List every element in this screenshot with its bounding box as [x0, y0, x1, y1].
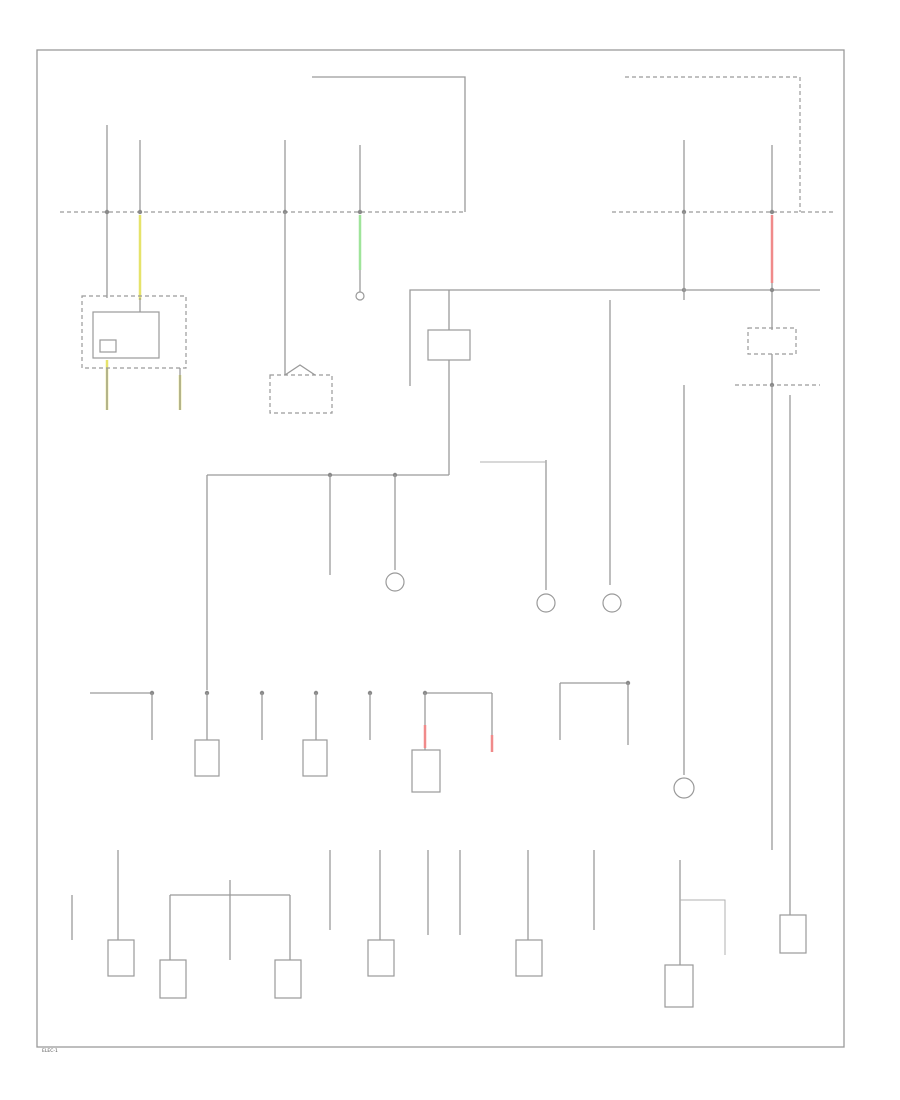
- top-left-dashed-box: [312, 76, 466, 212]
- footer-code: ELEC-1: [42, 1048, 58, 1054]
- top-right-dashed-box: [625, 76, 801, 212]
- right-vertical-feeds: [480, 300, 791, 915]
- switch-component: [269, 212, 333, 414]
- ground-point-upper: [355, 270, 365, 301]
- mid-ground-bus: [206, 472, 449, 690]
- lower-distribution-bus: [90, 680, 631, 750]
- left-relay-assembly: [81, 295, 187, 410]
- diagram-frame: [36, 49, 845, 1048]
- bottom-row-feeds: [71, 850, 807, 1008]
- lower-row-components: [194, 739, 441, 793]
- central-connector: [409, 212, 820, 475]
